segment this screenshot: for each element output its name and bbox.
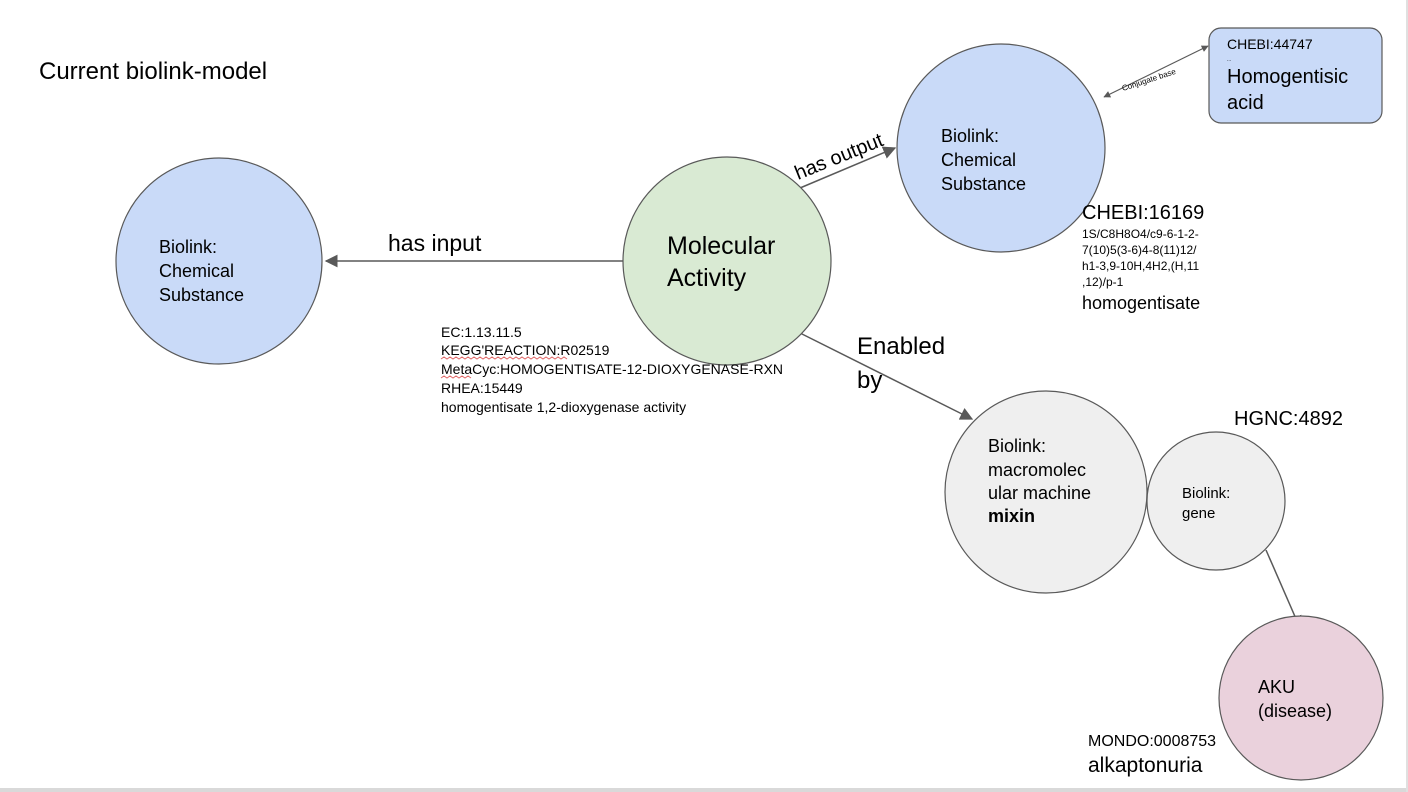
kegg-spellcheck-underline [440,356,568,360]
disease-node[interactable] [1218,615,1384,781]
activity-id-ec: EC:1.13.11.5 [441,324,522,340]
diagram-title: Current biolink-model [39,58,267,85]
activity-id-kegg: KEGG'REACTION:R02519 [441,342,610,358]
macromolecular-label-line-1: Biolink: [988,436,1046,456]
activity-id-metacyc: MetaCyc:HOMOGENTISATE-12-DIOXYGENASE-RXN [441,361,783,377]
output-inchi-line-1: 1S/C8H8O4/c9-6-1-2- [1082,227,1199,241]
gene-label-line-1: Biolink: [1182,485,1230,502]
gene-id: HGNC:4892 [1234,408,1343,430]
homogentisic-acid-name-line-2: acid [1227,92,1264,114]
enabled-by-edge [799,332,974,420]
macromolecular-label-line-2: macromolec [988,460,1086,480]
gene-label-line-2: gene [1182,505,1215,522]
activity-name: homogentisate 1,2-dioxygenase activity [441,399,686,415]
enabled-by-label-line-2: by [857,367,882,394]
homogentisic-acid-dots: ... [1227,57,1231,63]
output-inchi-line-3: h1-3,9-10H,4H2,(H,11 [1082,259,1199,273]
output-inchi-line-4: ,12)/p-1 [1082,275,1124,289]
macromolecular-label-line-3: ular machine [988,483,1091,503]
molecular-activity-label-line-1: Molecular [667,232,775,260]
has-output-edge [799,146,897,189]
homogentisic-acid-node[interactable] [1208,27,1383,124]
disease-label-line-2: (disease) [1258,701,1332,721]
gene-disease-edge [1265,549,1302,630]
metacyc-spellcheck-underline [440,375,472,379]
molecular-activity-node[interactable] [622,156,832,366]
output-substance-label-line-1: Biolink: [941,126,999,146]
has-input-label: has input [388,230,482,256]
molecular-activity-label-line-2: Activity [667,264,747,292]
disease-id: MONDO:0008753 [1088,733,1216,750]
macromolecular-label-bold: mixin [988,506,1035,526]
activity-id-rhea: RHEA:15449 [441,380,523,396]
output-inchi-line-2: 7(10)5(3-6)4-8(11)12/ [1082,243,1197,257]
output-chebi-id: CHEBI:16169 [1082,202,1204,224]
output-name: homogentisate [1082,293,1200,313]
conjugate-base-label: Conjugate base [1121,67,1178,93]
output-substance-label-line-2: Chemical [941,150,1016,170]
page-right-border [1406,0,1408,792]
input-chemical-substance-node[interactable] [115,157,323,365]
page-bottom-border [0,788,1408,792]
gene-node[interactable] [1146,431,1286,571]
output-substance-label-line-3: Substance [941,174,1026,194]
conjugate-base-edge [1103,45,1209,98]
homogentisic-acid-name-line-1: Homogentisic [1227,66,1348,88]
enabled-by-label-line-1: Enabled [857,333,945,360]
disease-name: alkaptonuria [1088,754,1203,777]
homogentisic-acid-id: CHEBI:44747 [1227,36,1313,52]
input-substance-label-line-3: Substance [159,285,244,305]
input-substance-label-line-1: Biolink: [159,237,217,257]
input-substance-label-line-2: Chemical [159,261,234,281]
output-chemical-substance-node[interactable] [896,43,1106,253]
disease-label-line-1: AKU [1258,677,1295,697]
